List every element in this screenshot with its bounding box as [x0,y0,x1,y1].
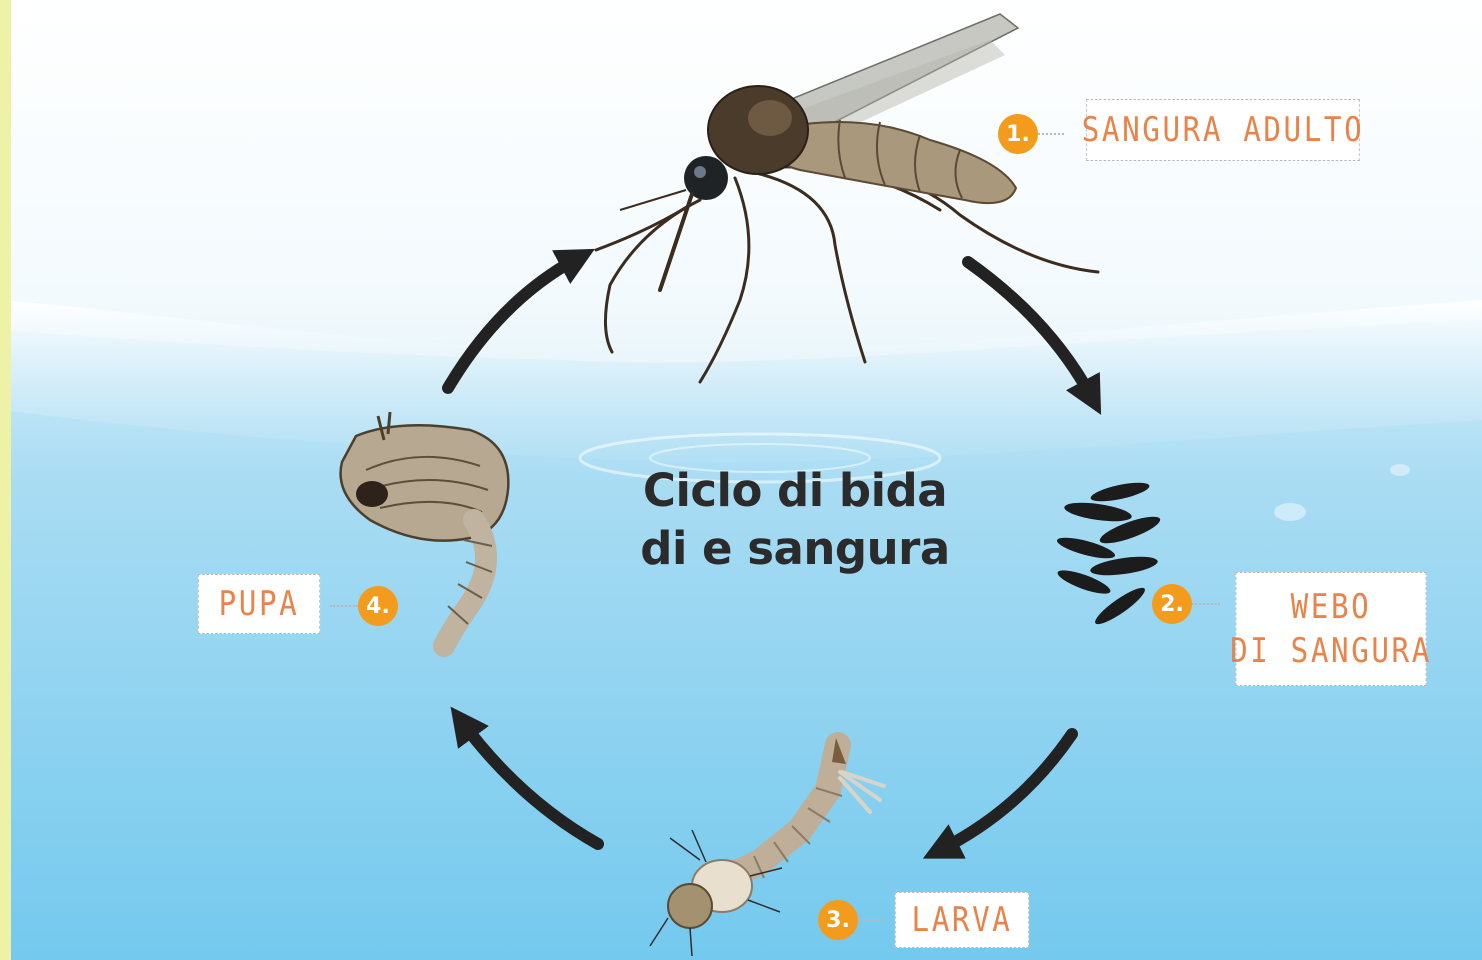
stage-4-badge: 4. [358,586,398,626]
droplet [1274,503,1306,521]
cycle-arrow-icon [962,256,1102,415]
title-line-2: di e sangura [640,522,950,575]
droplet [1390,464,1410,476]
stage-2-connector [1192,603,1220,605]
stage-2-label-line-2: DI SANGURA [1230,631,1432,671]
stage-4-label: PUPA [197,574,321,634]
stage-2-label: WEBO DI SANGURA [1230,572,1429,686]
wave-crest [0,300,1482,462]
stage-3-connector [858,919,884,921]
larva-illustration [649,732,886,957]
stage-1-label-text: SANGURA ADULTO [1081,110,1365,150]
stage-2-badge: 2. [1152,584,1192,624]
ripple [649,443,871,473]
title-line-1: Ciclo di bida [642,464,948,517]
stage-2-label-line-1: WEBO [1290,587,1372,627]
mosquito-adult-illustration [594,13,1100,384]
stage-1-connector [1038,133,1064,135]
cycle-arrow-icon [922,728,1078,859]
cycle-arrows [442,248,1102,859]
left-edge-band [0,0,11,960]
cycle-arrow-icon [442,248,595,394]
stage-4-connector [330,605,358,607]
stage-1-label: SANGURA ADULTO [1082,99,1362,161]
stage-3-badge: 3. [818,900,858,940]
cycle-arrow-icon [450,706,604,850]
stage-3-label-text: LARVA [911,900,1013,940]
stage-3-label: LARVA [894,892,1030,948]
stage-4-label-text: PUPA [218,584,300,624]
ripple [578,432,942,484]
diagram-title: Ciclo di bida di e sangura [600,462,990,578]
egg-raft-illustration [1056,482,1161,625]
stage-1-badge: 1. [998,114,1038,154]
pupa-illustration [339,411,510,657]
